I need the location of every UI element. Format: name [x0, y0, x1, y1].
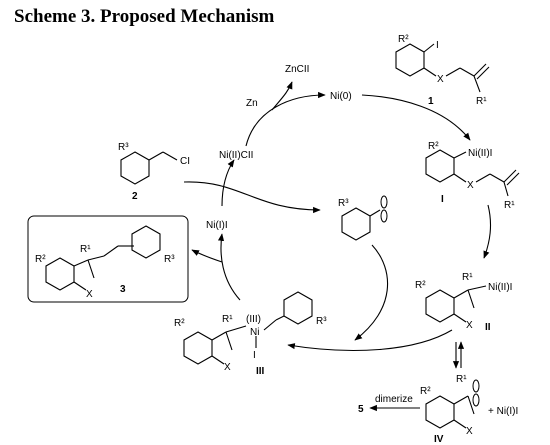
dimerize-label: dimerize	[375, 394, 413, 405]
reductive-elimination-arrow	[191, 249, 223, 263]
ni2cl-label: Ni(II)CII	[219, 150, 253, 161]
r1-label-III: R¹	[222, 314, 233, 325]
cycle-arrow-ni0-to-I	[361, 94, 471, 141]
cycle-arrow-III-to-ni1	[217, 233, 241, 301]
intermediate-II-number: II	[485, 322, 491, 333]
compound-3-number: 3	[120, 284, 126, 295]
r3-label-2: R³	[118, 142, 129, 153]
product-3-structure	[45, 225, 161, 291]
r2-label-1: R²	[398, 34, 409, 45]
x-label-3: X	[86, 289, 93, 300]
x-label-I: X	[467, 180, 474, 191]
r2-label-IV: R²	[420, 386, 431, 397]
ni0-label: Ni(0)	[330, 91, 352, 102]
ni2i-label-II: Ni(II)I	[488, 282, 512, 293]
r2-label-I: R²	[428, 141, 439, 152]
iodo-label-1: I	[436, 40, 439, 51]
compound-1-number: 1	[428, 96, 434, 107]
x-label-IV: X	[466, 426, 473, 437]
cycle-arrow-ni1-to-ni2	[221, 159, 235, 207]
zn-label: Zn	[246, 98, 258, 109]
x-label-II: X	[466, 320, 473, 331]
intermediate-I-number: I	[441, 194, 444, 205]
cycle-arrow-II-to-III	[287, 329, 453, 352]
r3-label-III: R³	[316, 316, 327, 327]
zncl-label: ZnCII	[285, 64, 309, 75]
compound-5-number: 5	[358, 404, 364, 415]
radical-IV-number: IV	[434, 434, 444, 445]
r3-label-3: R³	[164, 254, 175, 265]
intermediate-III-structure	[183, 291, 313, 365]
r3-label-radical: R³	[338, 198, 349, 209]
ni1i-label: Ni(I)I	[206, 220, 228, 231]
r1-label-1: R¹	[476, 96, 487, 107]
benzyl-radical-arrow	[183, 181, 321, 214]
intermediate-II-structure	[425, 285, 487, 323]
x-label-III: X	[224, 362, 231, 373]
cl-label: CI	[180, 156, 190, 167]
intermediate-I-structure	[425, 149, 520, 197]
scheme-title: Scheme 3. Proposed Mechanism	[14, 6, 275, 27]
ni-label-III: Ni	[250, 327, 259, 338]
zn-zncl-arrow	[271, 81, 293, 111]
compound-2-number: 2	[132, 191, 138, 202]
radical-IV-structure	[425, 379, 480, 429]
x-label-1: X	[437, 74, 444, 85]
radical-capture-arrow	[354, 244, 389, 341]
cycle-arrow-ni2-to-ni0	[245, 91, 326, 147]
cycle-arrow-I-to-II	[483, 204, 492, 259]
r2-label-III: R²	[174, 318, 185, 329]
intermediate-III-number: III	[256, 366, 265, 377]
r2-label-II: R²	[415, 280, 426, 291]
ni3-oxidation-label: (III)	[246, 314, 261, 325]
ni1i-label-IV: + Ni(I)I	[488, 406, 518, 417]
product-3-box	[27, 215, 189, 303]
benzyl-radical-structure	[341, 195, 388, 241]
substrate-1-structure	[395, 43, 490, 93]
r1-label-I: R¹	[504, 200, 515, 211]
benzyl-chloride-structure	[120, 151, 178, 185]
r1-label-IV: R¹	[456, 374, 467, 385]
r1-label-II: R¹	[462, 272, 473, 283]
r1-label-3: R¹	[80, 244, 91, 255]
ni2i-label-I: Ni(II)I	[468, 148, 492, 159]
iodo-label-III: I	[253, 350, 256, 361]
r2-label-3: R²	[35, 254, 46, 265]
